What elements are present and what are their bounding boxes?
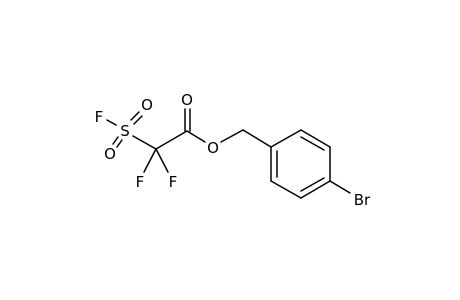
atom-f-sulfonyl: F (95, 108, 104, 126)
atom-f-cf2-left: F (136, 173, 145, 191)
bond-s-o-upper-a (130, 111, 140, 121)
ring-inner-2 (300, 177, 325, 192)
atom-o-sulfonyl-upper: O (141, 96, 153, 114)
ring-bond-5 (270, 180, 302, 199)
atom-o-ester: O (207, 139, 219, 157)
atom-o-sulfonyl-lower: O (104, 145, 116, 163)
atom-s: S (120, 122, 130, 140)
ring-bond-4 (300, 180, 331, 199)
atom-br: Br (354, 191, 371, 209)
atom-f-cf2-right: F (169, 173, 178, 191)
bond-s-o-lower-b (116, 139, 123, 148)
bond-o-ch2 (220, 129, 244, 143)
ring-inner-1 (300, 136, 325, 151)
bond-s-o-upper-b (133, 115, 143, 125)
bond-ch2-ring (242, 129, 272, 148)
ring-bond-2 (300, 129, 331, 148)
bond-s-c (132, 135, 157, 150)
bond-c-carbonyl-c (155, 130, 188, 150)
bond-c-f-left (143, 148, 157, 173)
bonds (106, 108, 351, 199)
bond-c-o-ester (186, 130, 206, 143)
bond-ring-br (329, 180, 351, 194)
bond-f-s (106, 119, 117, 126)
atom-labels: F S O O F F O O Br (95, 91, 371, 209)
ring-bond-1 (270, 129, 302, 148)
bond-c-f-right (155, 148, 169, 173)
atom-o-carbonyl: O (181, 91, 193, 109)
bond-s-o-lower-a (112, 136, 119, 145)
